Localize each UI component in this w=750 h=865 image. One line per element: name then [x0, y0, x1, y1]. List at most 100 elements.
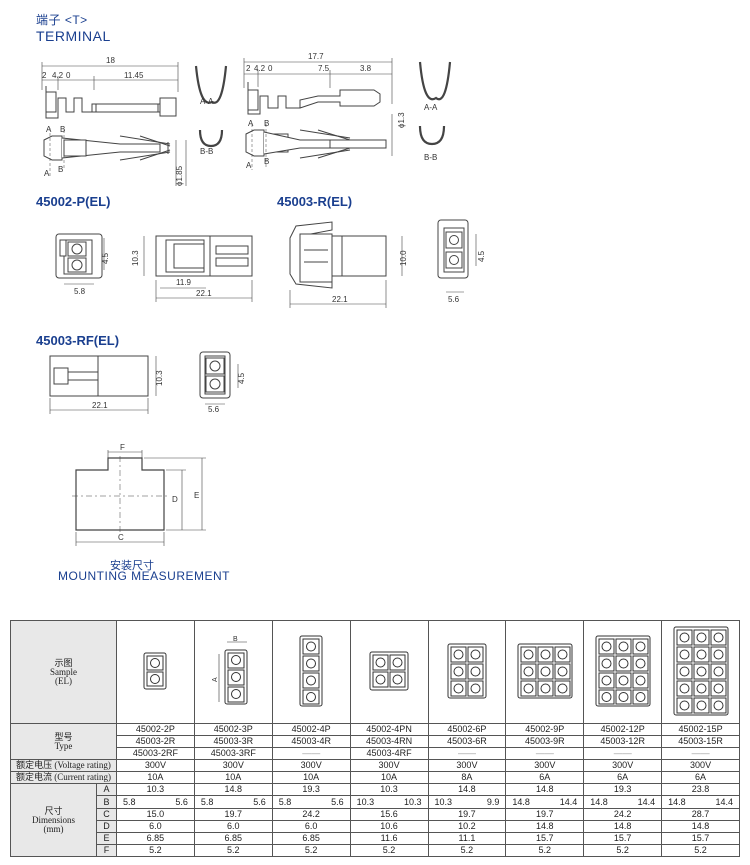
cell-type: 45002-2P — [116, 722, 195, 737]
row-type-3: 45003-2RF 45003-3RF —— 45003-4RF —— —— —… — [11, 747, 740, 761]
dim-terminal-left-dia: ϕ1.85 — [175, 165, 184, 186]
mount-label-c: C — [118, 533, 124, 542]
cell-type: —— — [583, 747, 663, 761]
cell-type: 45003-4R — [271, 735, 351, 749]
dim-r-front-width: 5.6 — [448, 295, 460, 304]
dim-terminal-right-end: 3.8 — [360, 64, 372, 73]
cell-dim-e: 15.7 — [583, 831, 663, 845]
part-title-45003-rf: 45003-RF(EL) — [36, 333, 120, 348]
dim-p-inner: 11.9 — [176, 278, 192, 287]
part-title-45003-r: 45003-R(EL) — [277, 194, 353, 209]
cell-type: 45003-2R — [116, 735, 195, 749]
cell-dim-c: 28.7 — [661, 807, 740, 821]
row-sample: 示图 Sample (EL) B A — [10, 620, 740, 724]
dim-p-side-height: 10.3 — [131, 250, 140, 266]
label-section-aa-right: A-A — [424, 103, 438, 112]
sample-3p: B A — [193, 620, 273, 724]
dim-r-height: 10.0 — [399, 250, 408, 266]
mark-a-left-top: A — [46, 125, 52, 134]
mark-b-right-bottom: B — [264, 157, 269, 166]
sample-15p — [661, 620, 740, 724]
cell-current: 10A — [349, 771, 429, 785]
dim-terminal-right-mid: 7.5 — [318, 64, 330, 73]
cell-current: 6A — [505, 771, 585, 785]
r-side-view — [289, 221, 403, 308]
cell-voltage: 300V — [583, 759, 663, 773]
cell-voltage: 300V — [427, 759, 507, 773]
label-dim-e: E — [96, 831, 117, 845]
p-side-view — [143, 235, 253, 302]
dim-terminal-left-c: 0 — [66, 71, 71, 80]
cell-type: —— — [271, 747, 351, 761]
label-dim-b: B — [96, 795, 117, 809]
dim-p-front-height: 4.5 — [101, 252, 110, 264]
cell-dim-d: 6.0 — [116, 819, 195, 833]
rf-side-view — [49, 355, 157, 414]
cell-type: 45003-9R — [505, 735, 585, 749]
cell-dim-e: 11.1 — [427, 831, 507, 845]
cell-dim-a: 19.3 — [583, 783, 663, 797]
dim-terminal-right-total: 17.7 — [308, 52, 324, 61]
cell-type: 45002-15P — [661, 722, 740, 737]
cell-current: 10A — [271, 771, 351, 785]
cell-dim-d: 14.8 — [583, 819, 663, 833]
cell-type: —— — [505, 747, 585, 761]
row-dim-d: D 6.0 6.0 6.0 10.6 10.2 14.8 14.8 14.8 — [11, 819, 740, 833]
cell-current: 8A — [427, 771, 507, 785]
cell-type: 45003-3RF — [193, 747, 273, 761]
sample-9p — [505, 620, 585, 724]
cell-dim-f: 5.2 — [349, 843, 429, 858]
cell-type: 45002-12P — [583, 722, 663, 737]
cell-dim-a: 14.8 — [193, 783, 273, 797]
row-voltage: 额定电压 (Voltage rating) 300V 300V 300V 300… — [10, 759, 740, 773]
dim-p-length: 22.1 — [196, 289, 212, 298]
spec-table: 示图 Sample (EL) B A — [10, 620, 740, 858]
dim-p-front-width: 5.8 — [74, 287, 86, 296]
rf-front-view — [199, 351, 239, 405]
cell-dim-e: 6.85 — [116, 831, 195, 845]
cell-current: 6A — [583, 771, 663, 785]
cell-dim-f: 5.2 — [193, 843, 273, 858]
mounting-heading-en: MOUNTING MEASUREMENT — [58, 569, 230, 583]
label-section-bb-right: B-B — [424, 153, 437, 162]
sample-4p — [271, 620, 351, 724]
cell-dim-d: 14.8 — [661, 819, 740, 833]
cell-dim-d: 10.2 — [427, 819, 507, 833]
part-title-45002-p: 45002-P(EL) — [36, 194, 111, 209]
mark-b-right-top: B — [264, 119, 269, 128]
label-voltage: 额定电压 (Voltage rating) — [10, 759, 117, 773]
r-front-view — [437, 219, 477, 293]
cell-dim-e: 6.85 — [193, 831, 273, 845]
cell-dim-c: 24.2 — [583, 807, 663, 821]
dim-terminal-right-b: 4.2 — [254, 64, 266, 73]
label-sample: 示图 Sample (EL) — [10, 620, 117, 724]
technical-drawings: 18 2 4.2 0 11.45 ϕ1.85 A-A B-B A B A B 1… — [41, 52, 486, 546]
cell-dim-f: 5.2 — [116, 843, 195, 858]
dim-rf-length: 22.1 — [92, 401, 108, 410]
cell-dim-a: 10.3 — [349, 783, 429, 797]
cell-dim-a: 23.8 — [661, 783, 740, 797]
cell-current: 10A — [116, 771, 195, 785]
label-dim-d: D — [96, 819, 117, 833]
sample-12p — [583, 620, 663, 724]
mark-a-left-bottom: A — [44, 169, 50, 178]
cell-voltage: 300V — [505, 759, 585, 773]
cell-type: 45002-6P — [427, 722, 507, 737]
thumb-label-a: A — [212, 677, 219, 682]
cell-dim-e: 15.7 — [505, 831, 585, 845]
cell-type: —— — [661, 747, 740, 761]
cell-type: 45002-4PN — [349, 722, 429, 737]
terminal-heading-cn: 端子 <T> — [36, 13, 88, 27]
label-section-aa-left: A-A — [200, 97, 214, 106]
dim-r-front-height: 4.5 — [477, 250, 486, 262]
cell-dim-f: 5.2 — [505, 843, 585, 858]
terminal-heading-en: TERMINAL — [36, 28, 111, 44]
terminal-right-drawing — [243, 58, 452, 170]
